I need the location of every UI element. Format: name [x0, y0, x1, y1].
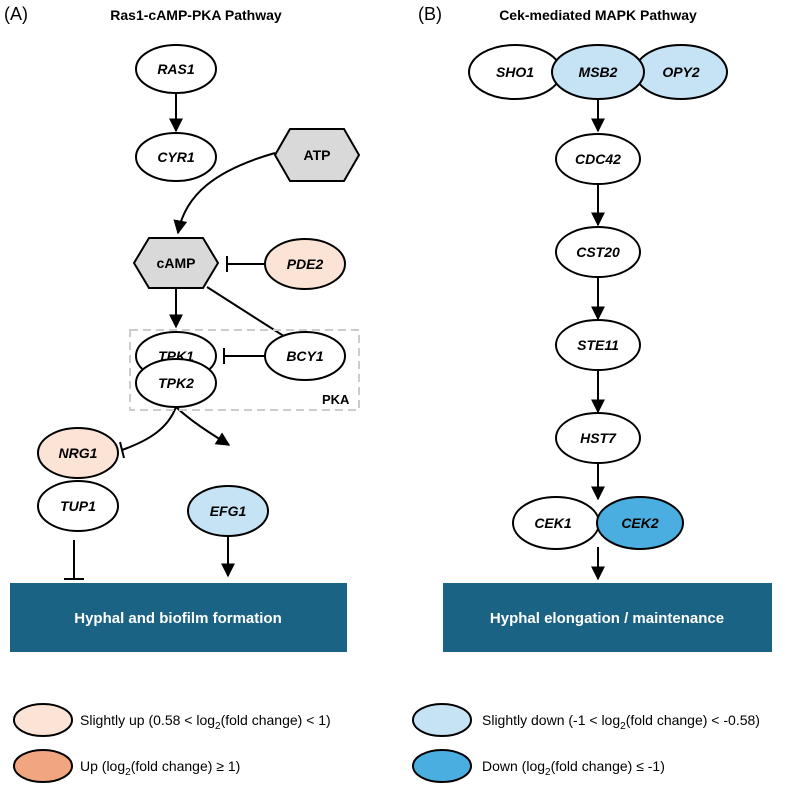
- node-nrg1-label: NRG1: [59, 445, 98, 461]
- node-ras1: RAS1: [135, 44, 217, 94]
- panel-b-title: Cek-mediated MAPK Pathway: [499, 7, 697, 23]
- panel-a-title: Ras1-cAMP-PKA Pathway: [110, 7, 282, 23]
- node-tup1: TUP1: [37, 480, 119, 532]
- node-atp-label: ATP: [304, 147, 331, 163]
- node-ras1-label: RAS1: [157, 61, 195, 77]
- legend-down: Down (log2(fold change) ≤ -1): [412, 749, 665, 783]
- panel-a-label: (A): [4, 4, 28, 24]
- outcome-a-label: Hyphal and biofilm formation: [74, 610, 282, 627]
- node-atp: ATP: [273, 128, 361, 182]
- edge-atp-camp: [173, 152, 276, 235]
- node-cdc42-label: CDC42: [575, 151, 621, 167]
- legend-up-swatch: [13, 749, 73, 783]
- node-hst7: HST7: [555, 412, 641, 464]
- legend-up-text: Up (log2(fold change) ≥ 1): [80, 758, 240, 778]
- pka-complex-box: [129, 329, 360, 411]
- node-tup1-label: TUP1: [60, 498, 96, 514]
- pka-label: PKA: [322, 392, 350, 407]
- node-ste11: STE11: [555, 319, 641, 371]
- legend-slightly-down: Slightly down (-1 < log2(fold change) < …: [412, 703, 760, 737]
- node-cst20-label: CST20: [576, 244, 620, 260]
- outcome-b-box: Hyphal elongation / maintenance: [443, 583, 772, 652]
- legend: Slightly up (0.58 < log2(fold change) < …: [13, 703, 760, 783]
- node-cek2: CEK2: [596, 496, 684, 550]
- node-msb2: MSB2: [551, 44, 645, 100]
- legend-down-text: Down (log2(fold change) ≤ -1): [482, 758, 665, 778]
- node-efg1: EFG1: [187, 485, 269, 537]
- node-opy2-label: OPY2: [662, 64, 700, 80]
- legend-slightly-down-swatch: [412, 703, 472, 737]
- node-pde2-label: PDE2: [287, 256, 324, 272]
- node-bcy1: BCY1: [264, 331, 346, 381]
- node-bcy1-label: BCY1: [286, 348, 324, 364]
- node-hst7-label: HST7: [580, 430, 617, 446]
- node-cek1-label: CEK1: [534, 515, 572, 531]
- node-camp: cAMP: [132, 237, 220, 289]
- node-cst20: CST20: [555, 226, 641, 278]
- node-cyr1: CYR1: [135, 132, 217, 182]
- legend-slightly-up-text: Slightly up (0.58 < log2(fold change) < …: [80, 712, 331, 732]
- panel-b-label: (B): [418, 4, 442, 24]
- inhibit-camp-bcy1: [206, 286, 291, 341]
- outcome-b-label: Hyphal elongation / maintenance: [490, 610, 724, 627]
- edge-tpk2-efg1: [175, 406, 231, 446]
- legend-up: Up (log2(fold change) ≥ 1): [13, 749, 240, 783]
- node-cyr1-label: CYR1: [157, 149, 195, 165]
- legend-slightly-up: Slightly up (0.58 < log2(fold change) < …: [13, 703, 331, 737]
- node-ste11-label: STE11: [577, 337, 619, 353]
- node-camp-label: cAMP: [157, 255, 196, 271]
- node-efg1-label: EFG1: [210, 503, 247, 519]
- node-nrg1: NRG1: [37, 427, 119, 479]
- node-tpk2-label: TPK2: [158, 375, 194, 391]
- node-msb2-label: MSB2: [579, 64, 618, 80]
- legend-slightly-down-text: Slightly down (-1 < log2(fold change) < …: [482, 712, 760, 732]
- node-cdc42: CDC42: [555, 133, 641, 185]
- node-cek2-label: CEK2: [621, 515, 659, 531]
- node-cek1: CEK1: [512, 496, 600, 550]
- node-sho1: SHO1: [468, 44, 562, 100]
- inhibit-tpk2-tup1-bar: [119, 441, 125, 459]
- outcome-a-box: Hyphal and biofilm formation: [10, 583, 347, 652]
- node-opy2: OPY2: [634, 44, 728, 100]
- node-sho1-label: SHO1: [496, 64, 534, 80]
- legend-down-swatch: [412, 749, 472, 783]
- inhibit-tpk2-tup1: [121, 406, 177, 451]
- legend-slightly-up-swatch: [13, 703, 73, 737]
- node-tpk2: TPK2: [135, 358, 217, 408]
- node-pde2: PDE2: [264, 238, 346, 290]
